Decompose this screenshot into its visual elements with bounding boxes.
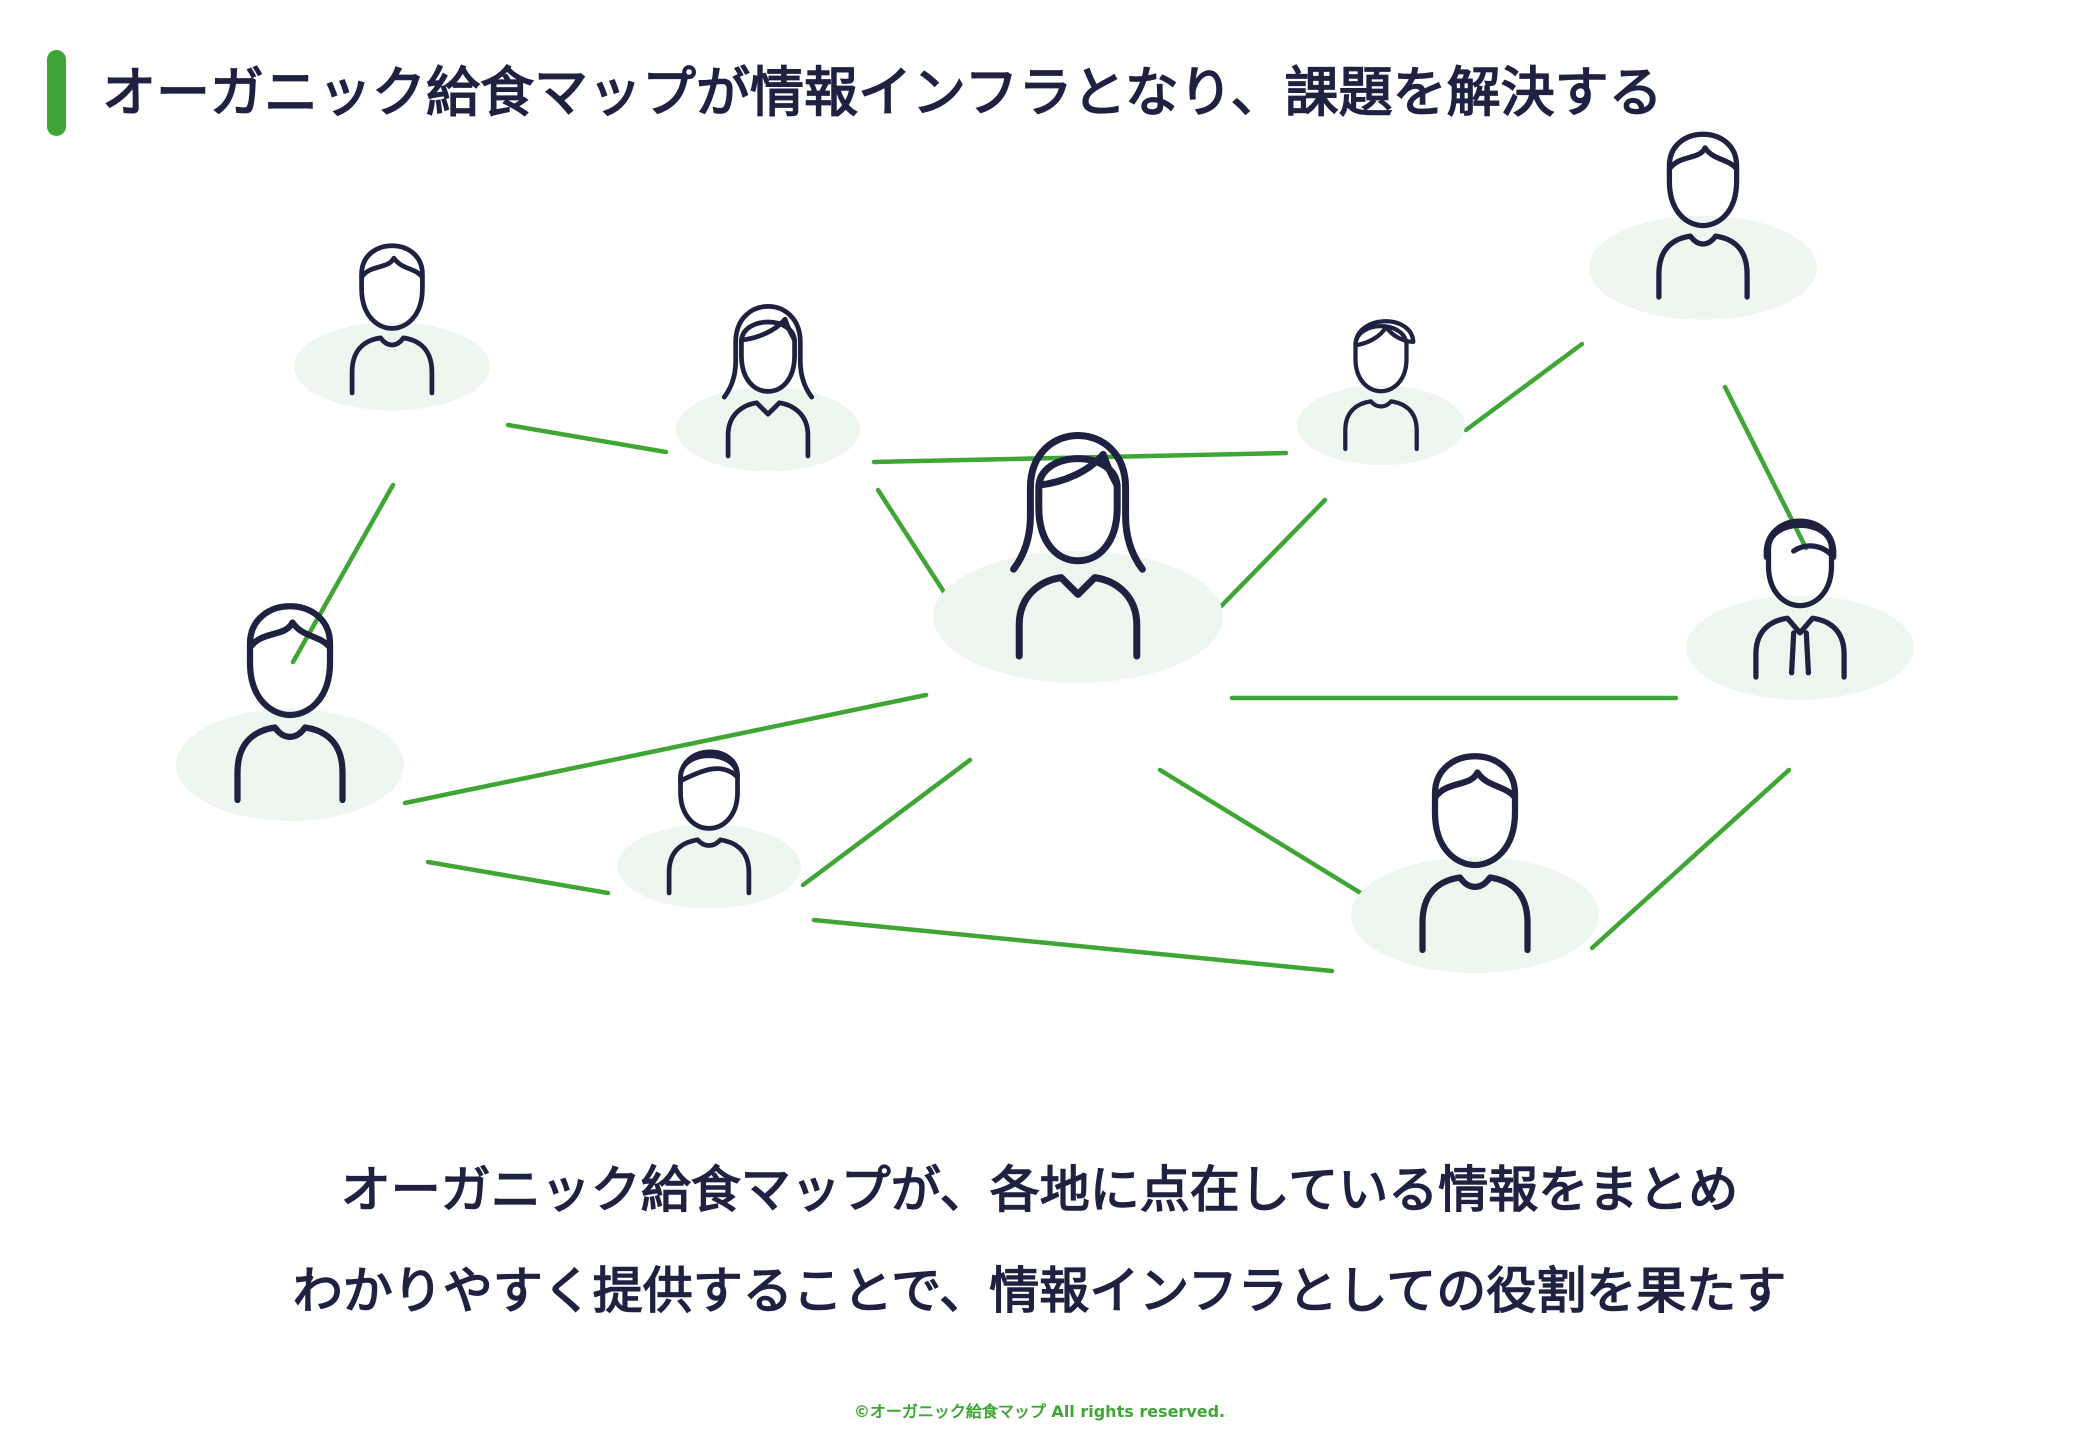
copyright-notice: ©オーガニック給食マップ All rights reserved. [853,1402,1226,1421]
woman-short-hair-icon [1343,319,1419,452]
man-with-tie-icon [1753,518,1847,680]
connection-line [425,859,611,896]
caption-line-1: オーガニック給食マップが、各地に点在している情報をまとめ [340,1161,1739,1219]
page-title: オーガニック給食マップが情報インフラとなり、課題を解決する [102,61,1663,124]
person-halo [294,322,490,411]
person-halo [176,709,404,821]
man-icon [349,243,435,396]
person-halo [676,387,860,472]
connection-line [402,692,929,806]
connection-line [505,422,669,455]
person-halo [1351,857,1599,973]
person-halo [1589,215,1817,320]
connection-line [811,917,1335,974]
woman-long-hair-icon [1010,432,1146,660]
man-icon [234,603,346,804]
person-halo [933,550,1223,683]
person-icons [234,131,1847,954]
connection-line [1589,767,1792,951]
person-halo [1686,595,1914,700]
connection-line [800,757,973,888]
man-icon [1419,753,1531,954]
boy-icon [666,749,752,896]
title-accent-bar [47,50,66,136]
person-halos [176,215,1914,973]
man-icon [1656,131,1750,300]
woman-long-hair-icon [721,304,815,459]
person-halo [1297,385,1465,466]
person-halo [617,824,801,909]
caption-line-2: わかりやすく提供することで、情報インフラとしての役割を果たす [292,1262,1787,1320]
connection-line [1463,341,1585,433]
